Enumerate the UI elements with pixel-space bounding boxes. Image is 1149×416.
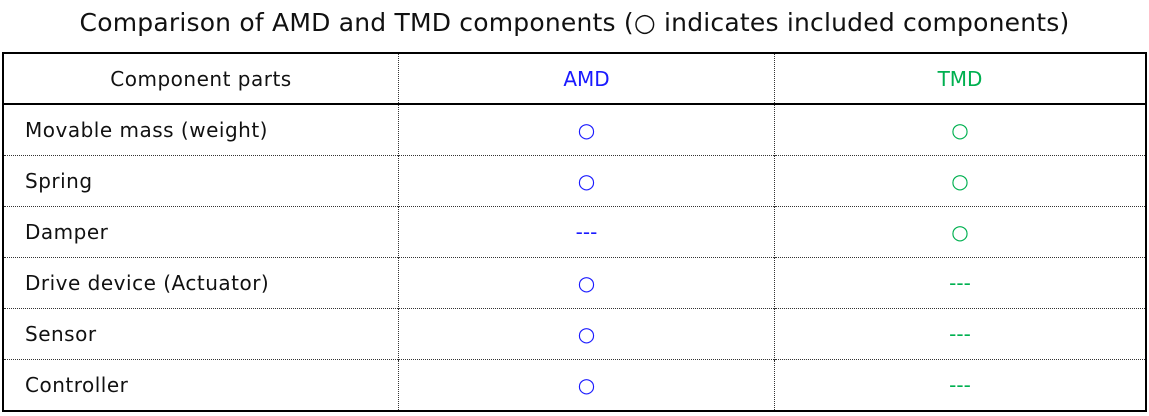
amd-cell: ---: [398, 206, 775, 258]
table-row: Sensor○---: [2, 308, 1146, 360]
tmd-cell: ---: [774, 359, 1146, 411]
part-cell: Sensor: [2, 308, 399, 360]
table-row: Damper---○: [2, 206, 1146, 258]
part-cell: Movable mass (weight): [2, 103, 399, 156]
tmd-cell: ○: [774, 103, 1146, 156]
table-row: Drive device (Actuator)○---: [2, 257, 1146, 309]
table-row: Spring○○: [2, 155, 1146, 207]
table-row: Controller○---: [2, 359, 1146, 411]
amd-cell: ○: [398, 155, 775, 207]
tmd-cell: ○: [774, 206, 1146, 258]
part-cell: Spring: [2, 155, 399, 207]
header-tmd: TMD: [774, 52, 1146, 105]
tmd-cell: ○: [774, 155, 1146, 207]
table-row: Movable mass (weight)○○: [2, 103, 1146, 156]
table-title: Comparison of AMD and TMD components (○ …: [79, 8, 1070, 37]
header-component-parts: Component parts: [2, 52, 399, 105]
part-cell: Damper: [2, 206, 399, 258]
part-cell: Controller: [2, 359, 399, 411]
part-cell: Drive device (Actuator): [2, 257, 399, 309]
amd-cell: ○: [398, 359, 775, 411]
tmd-cell: ---: [774, 308, 1146, 360]
tmd-cell: ---: [774, 257, 1146, 309]
amd-cell: ○: [398, 103, 775, 156]
amd-cell: ○: [398, 257, 775, 309]
amd-cell: ○: [398, 308, 775, 360]
comparison-table: Component parts AMD TMD Movable mass (we…: [2, 52, 1147, 412]
header-row: Component parts AMD TMD: [2, 52, 1146, 105]
header-amd: AMD: [398, 52, 775, 105]
